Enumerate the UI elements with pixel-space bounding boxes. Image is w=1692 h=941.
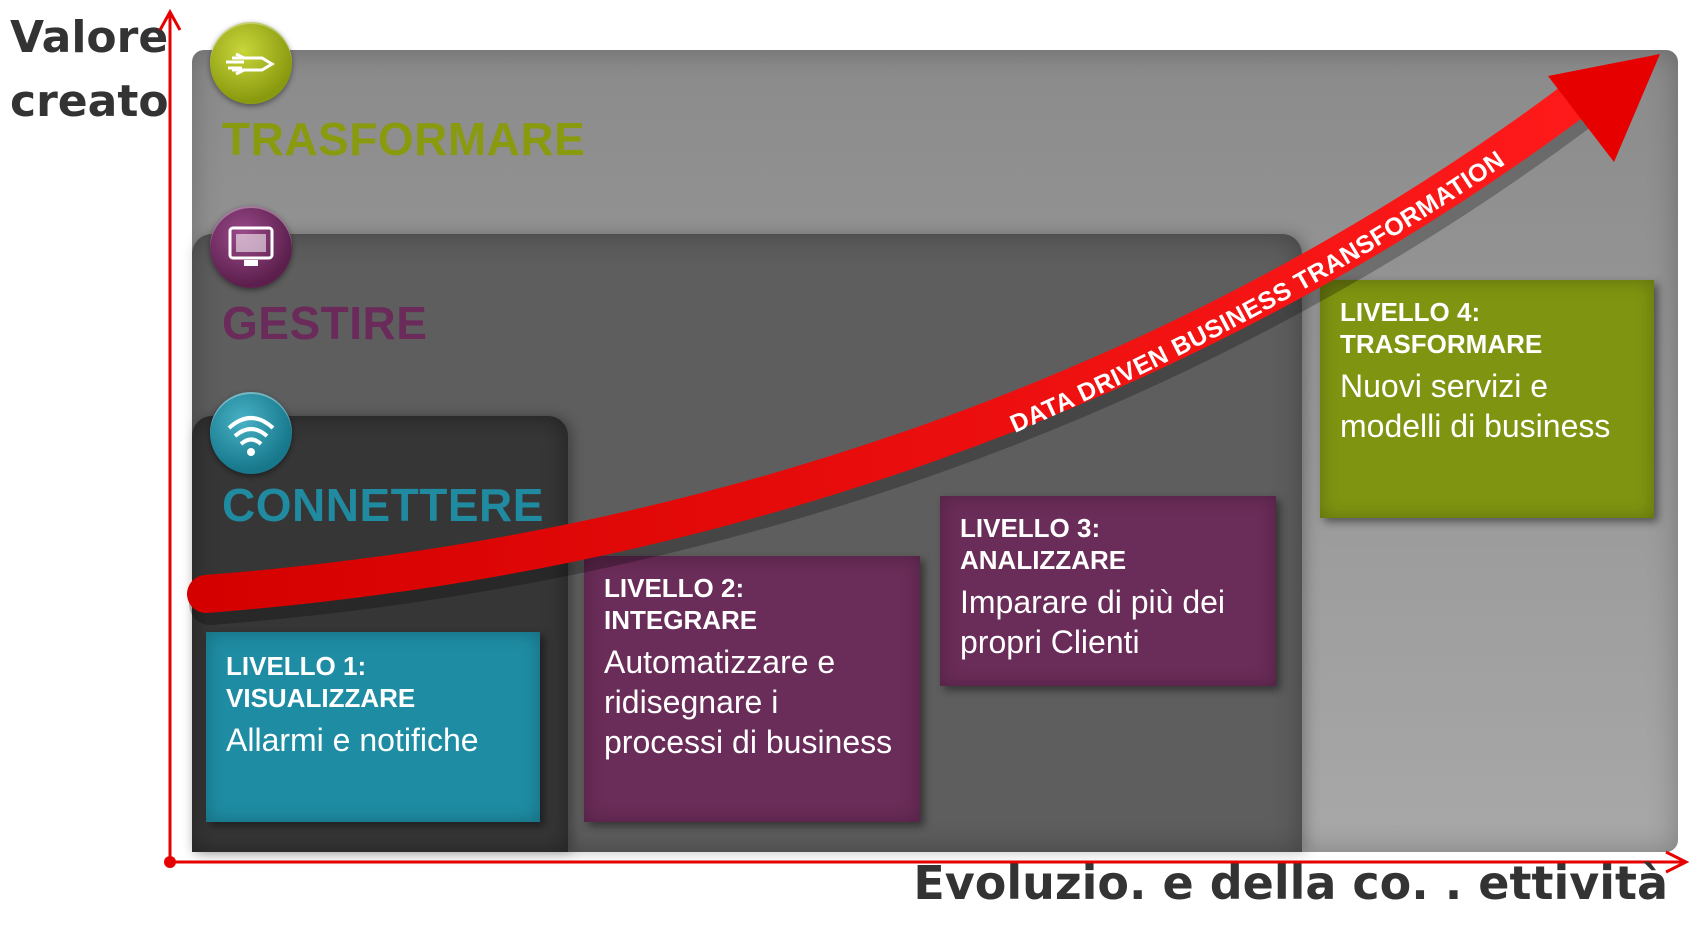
x-axis-arrowhead	[1665, 850, 1690, 874]
monitor-icon	[210, 206, 292, 288]
level-4-box: LIVELLO 4: TRASFORMARE Nuovi servizi e m…	[1320, 280, 1654, 518]
wifi-icon	[210, 392, 292, 474]
level-3-subtitle: ANALIZZARE	[960, 545, 1127, 575]
level-2-description: Automatizzare e ridisegnare i processi d…	[604, 644, 893, 760]
level-1-description: Allarmi e notifiche	[226, 722, 479, 758]
level-1-title: LIVELLO 1:	[226, 651, 367, 681]
stage-label-trasformare: TRASFORMARE	[222, 113, 586, 165]
level-3-description: Imparare di più dei propri Clienti	[960, 584, 1226, 660]
y-axis-label-line1: Valore	[10, 12, 169, 63]
growth-arrow-body	[187, 77, 1599, 613]
axis-origin-dot	[164, 856, 176, 868]
signal-dart-icon	[210, 22, 292, 104]
stage-label-gestire: GESTIRE	[222, 297, 428, 349]
y-axis-arrowhead	[158, 8, 182, 31]
level-2-title: LIVELLO 2:	[604, 573, 745, 603]
growth-arrowhead	[1548, 54, 1660, 162]
level-1-box: LIVELLO 1: VISUALIZZARE Allarmi e notifi…	[206, 632, 540, 822]
level-3-box: LIVELLO 3: ANALIZZARE Imparare di più de…	[940, 496, 1276, 686]
growth-arrow-label: DATA DRIVEN BUSINESS TRANSFORMATION	[1006, 145, 1510, 438]
level-4-title: LIVELLO 4:	[1340, 297, 1481, 327]
level-1-subtitle: VISUALIZZARE	[226, 683, 416, 713]
y-axis-label: Valore creato	[10, 6, 169, 134]
growth-arrow-shadow	[189, 85, 1605, 625]
stage-label-connettere: CONNETTERE	[222, 479, 544, 531]
level-2-box: LIVELLO 2: INTEGRARE Automatizzare e rid…	[584, 556, 920, 822]
level-4-description: Nuovi servizi e modelli di business	[1340, 368, 1611, 444]
level-4-subtitle: TRASFORMARE	[1340, 329, 1543, 359]
x-axis-label: Evoluzio. e della co. . ettività	[913, 856, 1668, 910]
level-2-subtitle: INTEGRARE	[604, 605, 758, 635]
y-axis-label-line2: creato	[10, 76, 169, 127]
level-3-title: LIVELLO 3:	[960, 513, 1101, 543]
